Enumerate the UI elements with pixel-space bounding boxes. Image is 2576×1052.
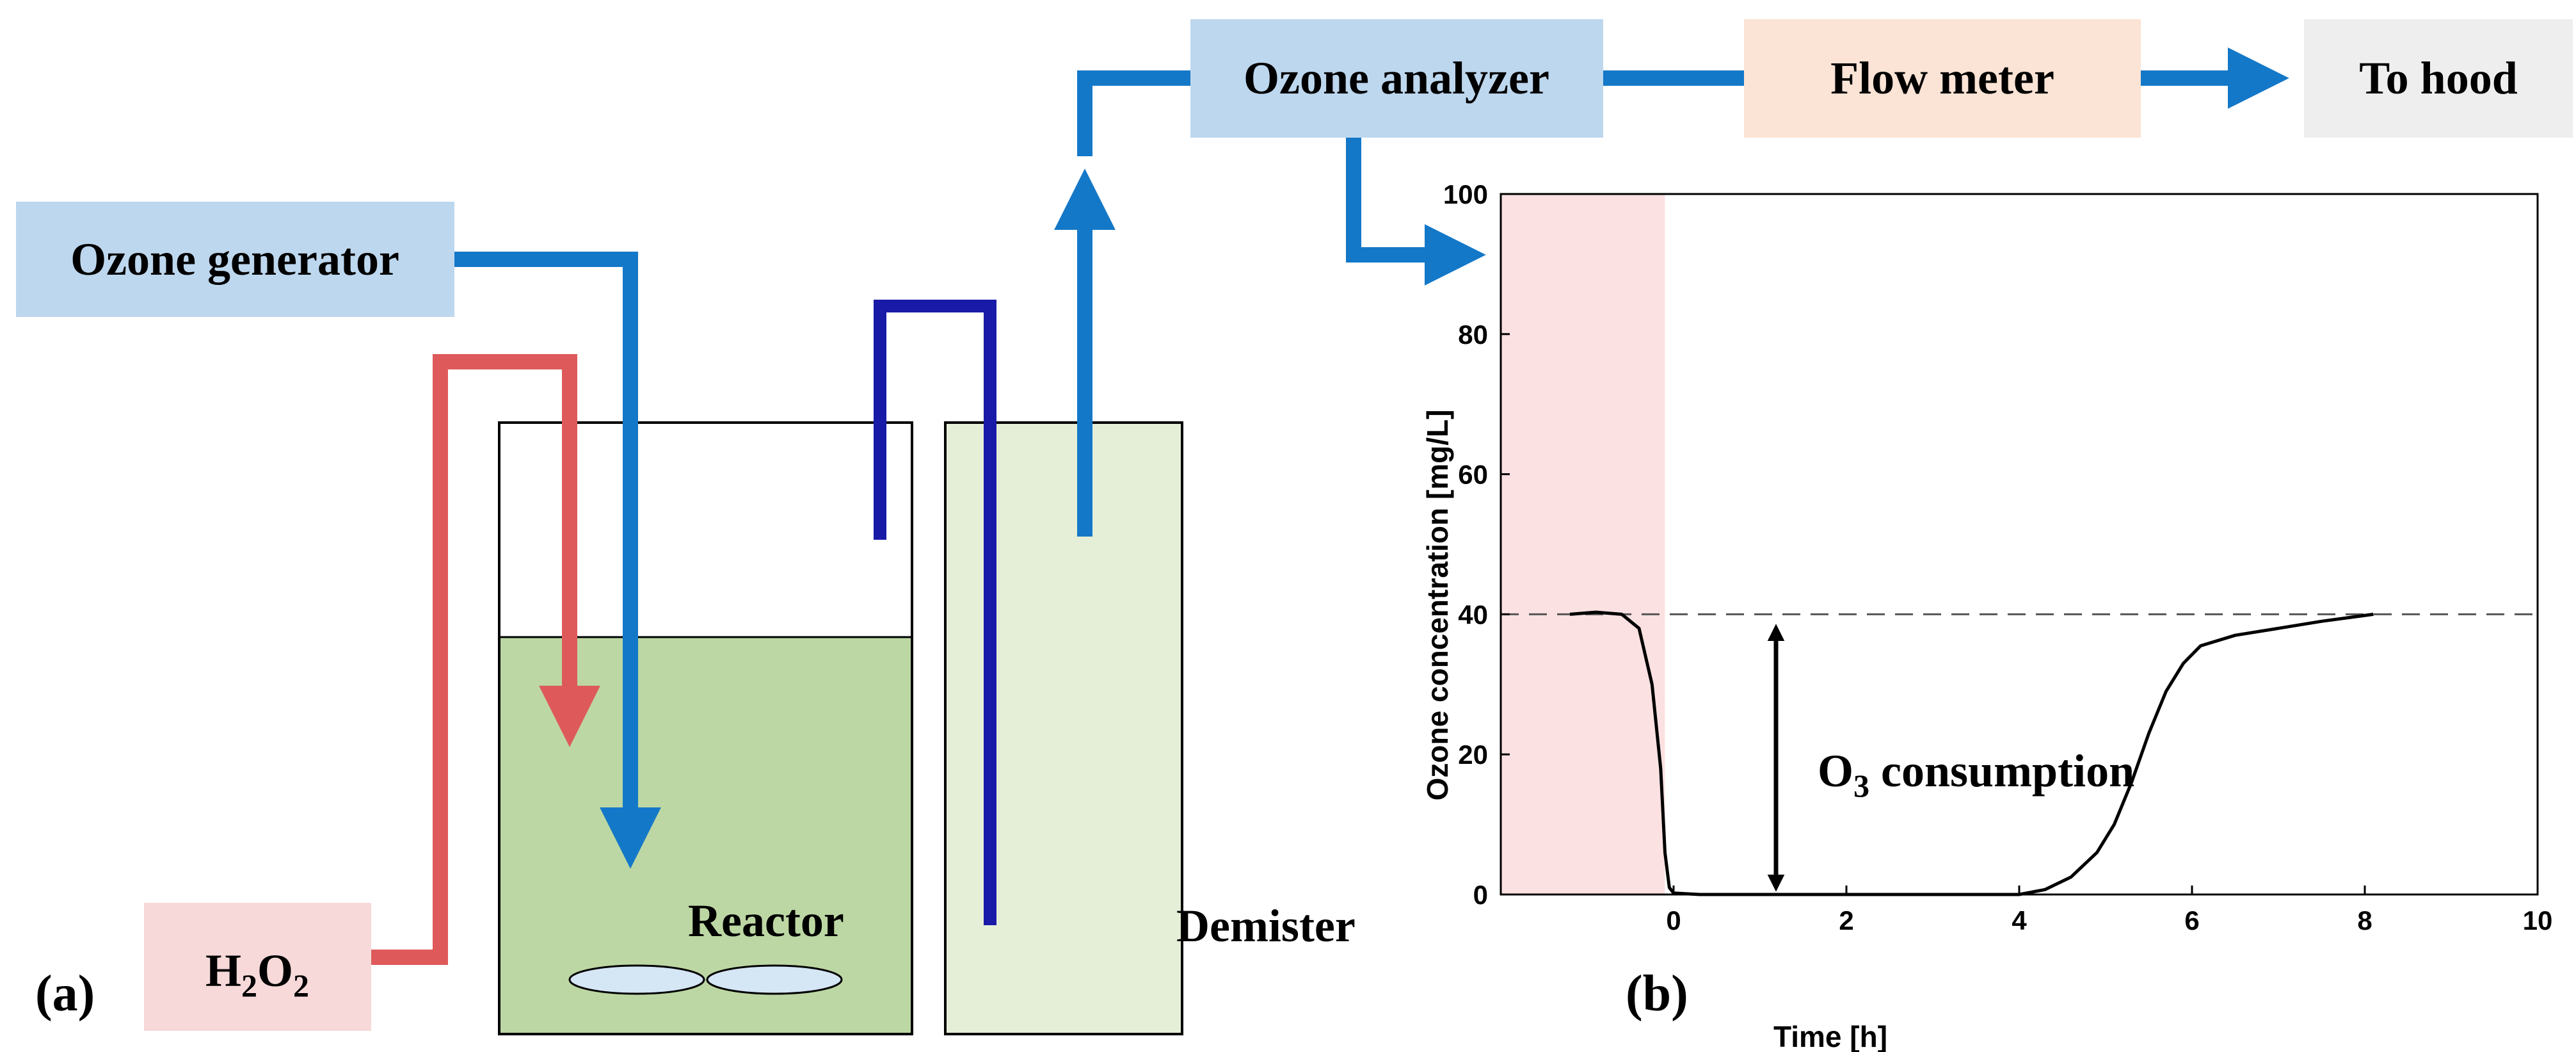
h2o2-box: H2O2 xyxy=(144,903,371,1031)
y-tick-label: 100 xyxy=(1443,179,1488,209)
flow-meter-label: Flow meter xyxy=(1830,53,2054,104)
y-tick-label: 20 xyxy=(1458,740,1488,770)
y-tick-label: 40 xyxy=(1458,599,1488,629)
y-tick-label: 60 xyxy=(1458,460,1488,490)
y-axis-title: Ozone concentration [mg/L] xyxy=(1421,410,1454,801)
x-tick-label: 8 xyxy=(2357,905,2372,935)
pre-treatment-shaded-region xyxy=(1501,194,1665,894)
to-hood-box: To hood xyxy=(2304,19,2573,138)
demister-label: Demister xyxy=(1176,900,1356,951)
y-tick-label: 0 xyxy=(1473,880,1488,910)
reactor-outline xyxy=(498,421,913,1035)
ozone-generator-label: Ozone generator xyxy=(70,234,399,285)
to-hood-label: To hood xyxy=(2359,53,2518,104)
y-tick-label: 80 xyxy=(1458,320,1488,350)
apparatus-diagram: Ozone generator Ozone analyzer Flow mete… xyxy=(16,19,2573,1035)
analyzer-to-chart-line xyxy=(1346,138,1486,286)
x-tick-label: 4 xyxy=(2012,905,2027,935)
impeller-blade-right xyxy=(706,964,843,995)
demister-vessel xyxy=(944,421,1183,1035)
x-axis-title: Time [h] xyxy=(1773,1020,1887,1052)
h2o2-box-bg xyxy=(144,903,371,1031)
x-tick-label: 2 xyxy=(1839,905,1853,935)
impeller-blade-left xyxy=(568,964,705,995)
y-axis-ticks: 0 20 40 60 80 100 xyxy=(1443,179,1510,910)
x-tick-label: 6 xyxy=(2184,905,2199,935)
o3-consumption-label: O3 consumption xyxy=(1818,745,2134,804)
x-tick-label: 10 xyxy=(2523,905,2553,935)
ozone-analyzer-label: Ozone analyzer xyxy=(1244,53,1549,104)
reactor-label: Reactor xyxy=(688,895,844,946)
to-hood-box-bg xyxy=(2304,19,2573,138)
ozone-analyzer-box: Ozone analyzer xyxy=(1190,19,1603,138)
reactor-liquid xyxy=(499,637,912,1034)
reactor-to-demister-pipe xyxy=(874,300,996,925)
panel-a-label: (a) xyxy=(35,966,95,1022)
ozone-chart: 0 2 4 6 8 10 0 20 40 60 80 100 O3 consumption Time… xyxy=(1421,179,2552,1052)
ozone-generator-box-bg xyxy=(16,202,454,317)
x-tick-label: 0 xyxy=(1666,905,1681,935)
flow-meter-box-bg xyxy=(1744,19,2141,138)
panel-b-label: (b) xyxy=(1626,966,1688,1022)
ozone-generator-box: Ozone generator xyxy=(16,202,454,317)
ozone-concentration-curve xyxy=(1569,610,2374,896)
demister-to-analyzer-line xyxy=(1077,70,1190,156)
h2o2-feed-line xyxy=(371,354,600,965)
h2o2-label: H2O2 xyxy=(205,945,309,1003)
ozone-feed-line xyxy=(454,252,661,869)
flow-meter-box: Flow meter xyxy=(1744,19,2141,138)
ozone-analyzer-box-bg xyxy=(1190,19,1603,138)
x-axis-ticks: 0 2 4 6 8 10 xyxy=(1666,886,2552,935)
